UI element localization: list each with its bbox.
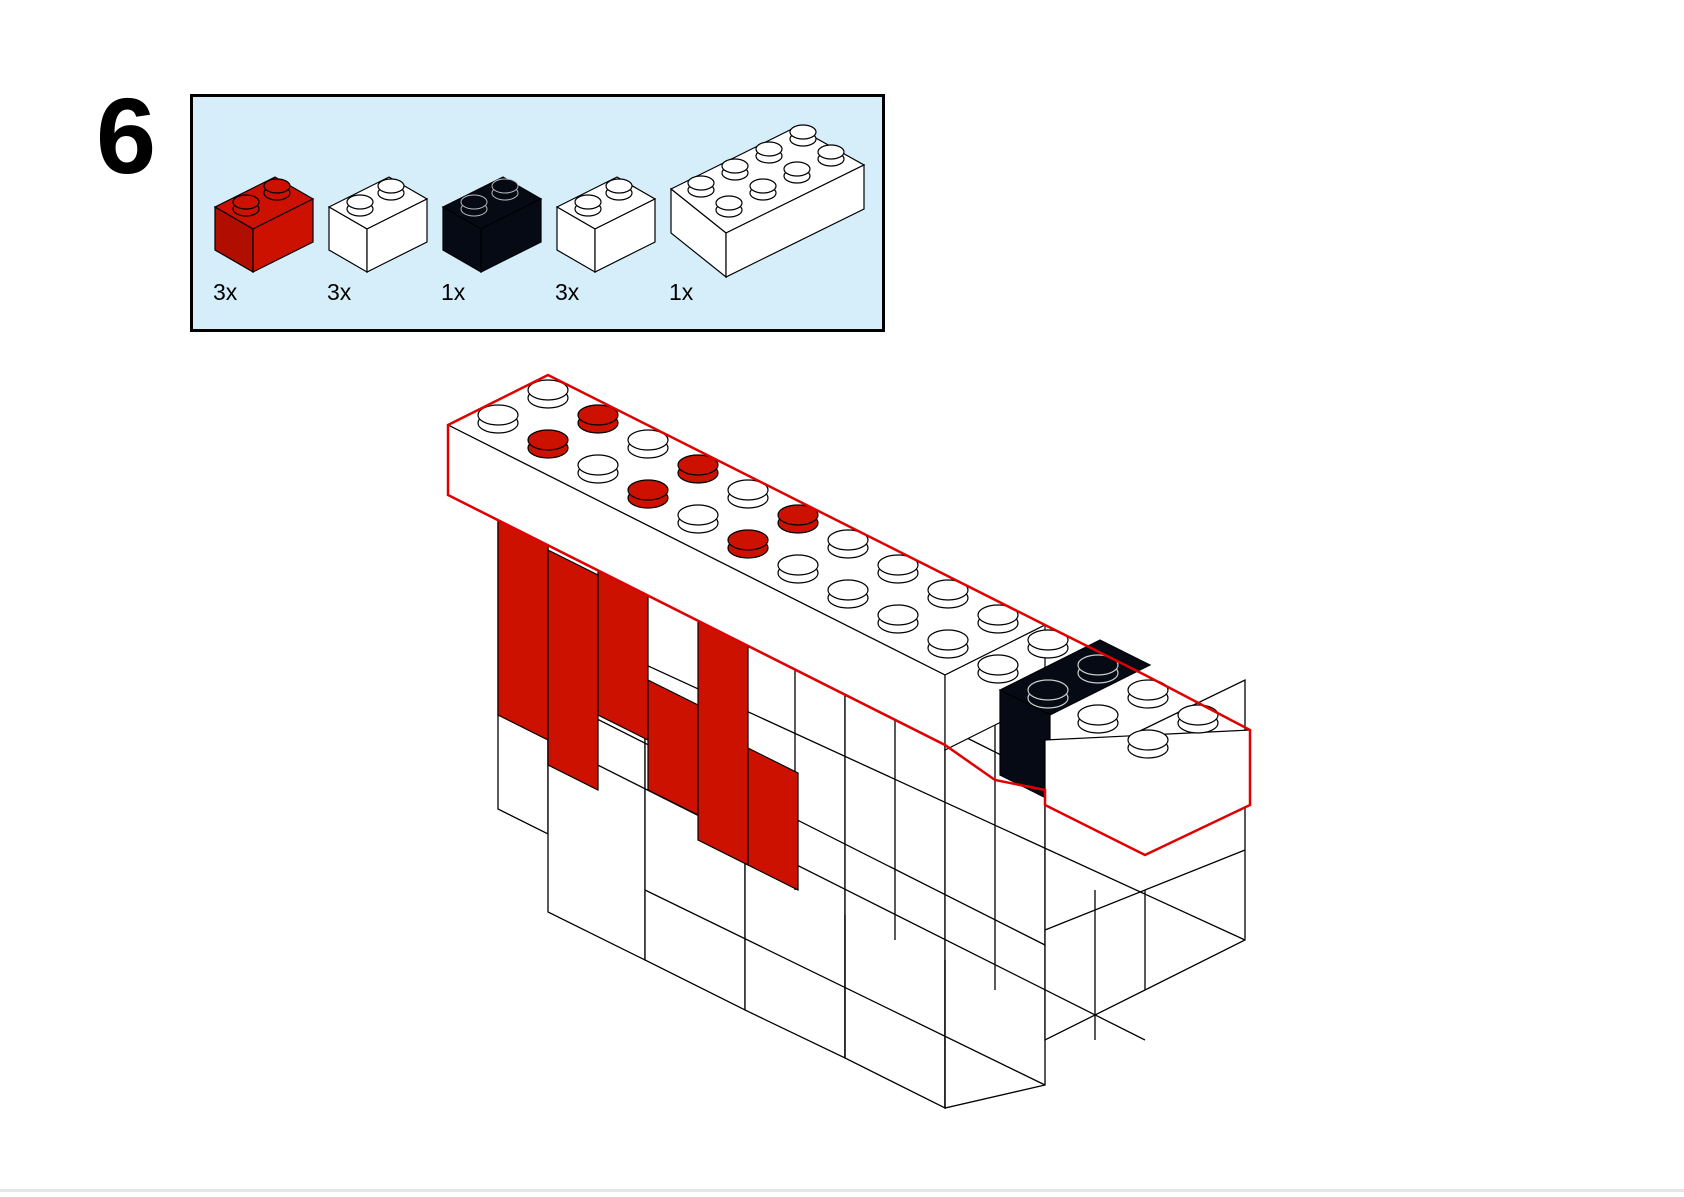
white-plate-4x2-icon: [669, 124, 871, 279]
part-quantity: 3x: [213, 279, 238, 305]
white-brick-icon: [555, 176, 657, 274]
part-quantity: 1x: [441, 279, 466, 305]
parts-list-panel: 3x 3x 1x: [190, 94, 885, 332]
brick-shape: [555, 176, 657, 274]
studs: [477, 379, 1219, 759]
new-layer-outline: [446, 373, 1252, 857]
white-brick-icon: [327, 176, 429, 274]
red-brick-icon: [213, 176, 315, 274]
step-number: 6: [96, 75, 157, 196]
brick-shape: [213, 176, 315, 274]
part-quantity: 3x: [555, 279, 580, 305]
black-brick-icon: [441, 176, 543, 274]
brick-shape: [669, 124, 866, 279]
top-layer: [446, 374, 1251, 856]
brick-shape: [327, 176, 429, 274]
brick-shape: [441, 176, 543, 274]
page-footer-rule: [0, 1189, 1684, 1192]
part-quantity: 3x: [327, 279, 352, 305]
part-quantity: 1x: [669, 279, 694, 305]
